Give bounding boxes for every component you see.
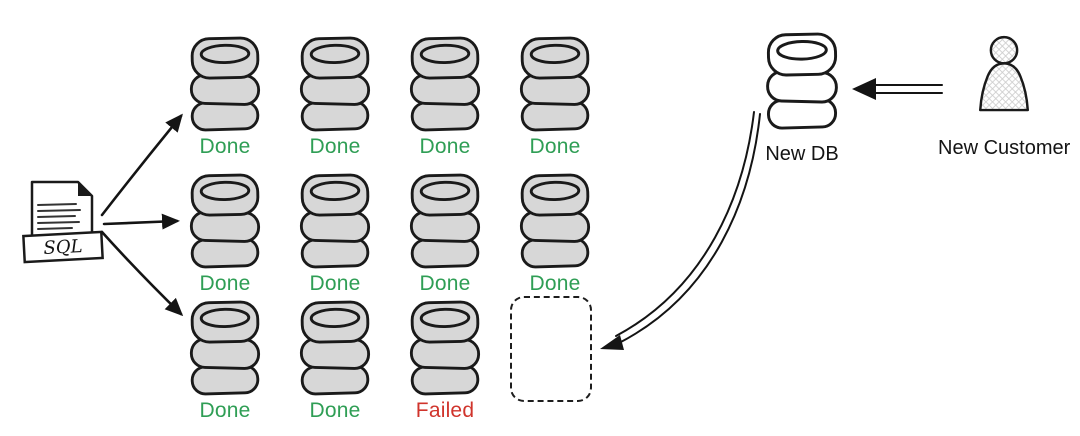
new-customer-node: New Customer (938, 24, 1070, 160)
status-label: Done (199, 272, 251, 295)
database-icon (189, 173, 261, 269)
database-node-r1c4: Done (514, 30, 596, 159)
person-icon (979, 35, 1030, 112)
database-icon (299, 173, 371, 269)
database-node-r3c2: Done (294, 294, 376, 423)
database-icon (189, 36, 261, 132)
database-node-r2c3: Done (404, 167, 486, 296)
document-text-lines (37, 203, 81, 230)
status-label: Done (529, 135, 581, 158)
status-label: Done (419, 272, 471, 295)
database-icon (299, 36, 371, 132)
status-label: Done (529, 272, 581, 295)
database-node-r3c3: Failed (404, 294, 486, 423)
database-node-r2c4: Done (514, 167, 596, 296)
database-icon (409, 300, 481, 396)
database-node-r1c2: Done (294, 30, 376, 159)
sql-label: SQL (43, 236, 83, 259)
customer-to-newdb-arrow (852, 78, 943, 100)
status-label: Done (309, 399, 361, 422)
newdb-to-placeholder-arrow (600, 111, 761, 350)
database-icon (189, 300, 261, 396)
status-label: Done (309, 135, 361, 158)
status-label: Done (309, 272, 361, 295)
status-label: Done (199, 135, 251, 158)
new-db-node: New DB (760, 26, 844, 166)
pending-database-placeholder (510, 296, 592, 402)
new-db-label: New DB (765, 143, 839, 165)
database-icon (519, 173, 591, 269)
database-node-r3c1: Done (184, 294, 266, 423)
sql-document-icon: SQL (22, 180, 104, 264)
database-icon (409, 173, 481, 269)
new-database-icon (765, 32, 839, 130)
database-icon (299, 300, 371, 396)
sql-banner: SQL (22, 230, 104, 264)
database-node-r2c1: Done (184, 167, 266, 296)
database-node-r1c3: Done (404, 30, 486, 159)
page-fold (78, 182, 92, 196)
database-icon (409, 36, 481, 132)
database-node-r1c1: Done (184, 30, 266, 159)
status-label: Done (419, 135, 471, 158)
status-label: Done (199, 399, 251, 422)
database-node-r2c2: Done (294, 167, 376, 296)
status-label: Failed (415, 399, 475, 422)
database-icon (519, 36, 591, 132)
new-customer-label: New Customer (938, 137, 1071, 159)
